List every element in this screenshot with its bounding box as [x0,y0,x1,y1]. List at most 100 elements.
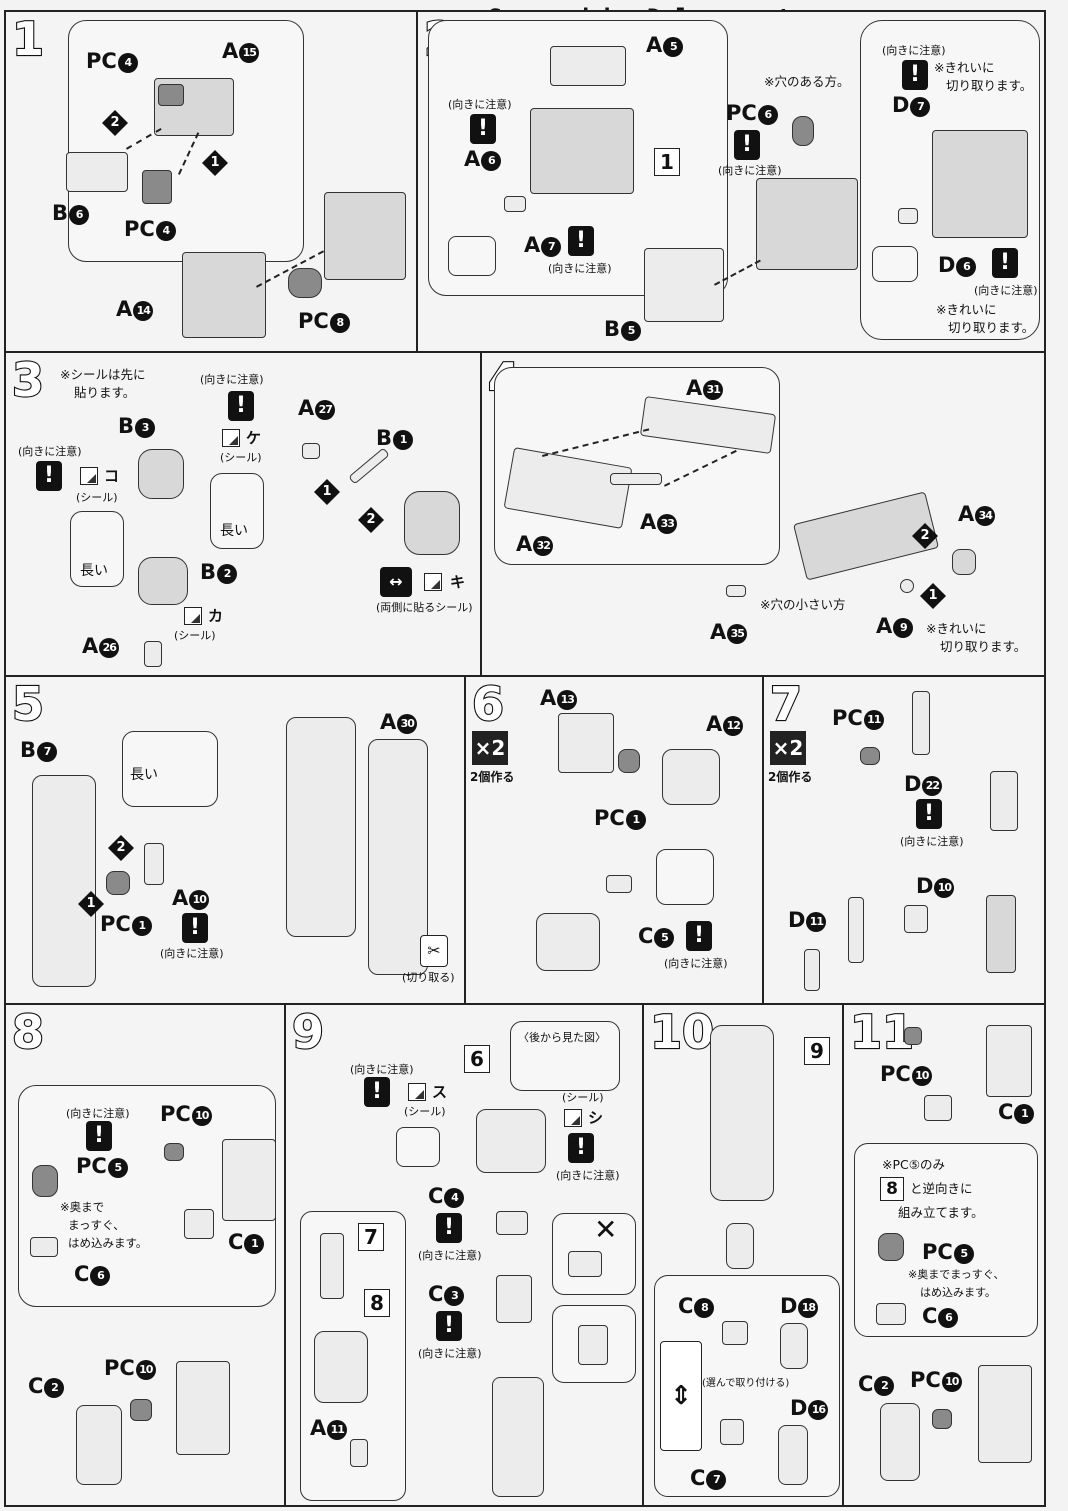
caution-icon: ! [436,1311,462,1341]
part-a30 [368,739,428,975]
caution-text: (向きに注意) [160,947,224,960]
reference-box-9: 9 [804,1037,830,1065]
make-two-text: 2個作る [470,770,515,784]
part-c6 [30,1237,58,1257]
detail-callout-long [122,731,218,807]
step-order-marker: 1 [202,150,228,176]
sticker-label-ke: ケ [246,429,262,447]
step-number: 10 [649,1005,715,1059]
detail-callout [448,236,496,276]
part-c3 [496,1275,532,1323]
part-a11 [350,1439,368,1467]
choose-arrow-icon: ⇕ [660,1341,702,1451]
part-joint [924,1095,952,1121]
part-a9 [900,579,914,593]
both-sides-seal-text: (両側に貼るシール) [376,601,473,614]
caution-text: (向きに注意) [448,98,512,111]
part-a14 [182,252,266,338]
caution-text: (向きに注意) [556,1169,620,1182]
times-two-badge: ×2 [770,731,806,765]
part-forearm-assembled [492,1377,544,1497]
part-torso-assembly [324,192,406,280]
long-text: 長い [220,523,248,539]
part-polycap [158,84,184,106]
part-arm-8 [314,1331,368,1403]
caution-text: (向きに注意) [418,1347,482,1360]
push-note-1: ※奥までまっすぐ、 [908,1268,1005,1281]
detail-callout [656,849,714,905]
seal-text: (シール) [174,629,216,642]
reference-box-8: 8 [364,1289,390,1317]
part-b1-antenna [348,447,390,485]
part-chest-block [530,108,634,194]
caution-text: (向きに注意) [882,44,946,57]
caution-text: (向きに注意) [418,1249,482,1262]
reference-box-1: 1 [654,148,680,176]
sticker-icon [80,467,98,485]
sticker-label-shi: シ [588,1109,604,1127]
cut-off-text: (切り取る) [402,971,455,984]
seal-text: (シール) [404,1105,446,1118]
clean-cut-note-1: ※きれいに [936,302,997,317]
subassembly-callout [68,20,304,262]
caution-icon: ! [86,1121,112,1151]
step-order-marker: 1 [920,583,946,609]
part-d10 [904,905,928,933]
caution-icon: ! [182,913,208,943]
clean-cut-note-1: ※きれいに [926,621,987,636]
part-c6 [876,1303,906,1325]
detail-callout-long [70,511,124,587]
part-d18-hand [780,1323,808,1369]
both-sides-icon: ↔ [380,567,412,597]
part-c4 [496,1211,528,1235]
step-order-marker: 2 [108,835,134,861]
push-note-1: ※奥まで [60,1200,105,1214]
reference-box-7: 7 [358,1223,384,1251]
step-order-marker: 1 [314,479,340,505]
caution-icon: ! [470,114,496,144]
push-note-2: はめ込みます。 [920,1286,996,1299]
part-c2 [76,1405,122,1485]
part-pc11 [860,747,880,765]
part-b7-skirt [32,775,96,987]
part-a7 [504,196,526,212]
part-d16-hand [778,1425,808,1485]
make-two-text: 2個作る [768,770,813,784]
sticker-label-ka: カ [208,607,224,625]
detail-callout-long [210,473,264,549]
part-pc5 [878,1233,904,1261]
times-two-badge: ×2 [472,731,508,765]
wrong-way-callout [552,1213,636,1295]
part-d6 [898,208,918,224]
part-arm-9 [710,1025,774,1201]
part-b5 [644,248,724,322]
small-hole-note: ※穴の小さい方 [760,597,846,612]
